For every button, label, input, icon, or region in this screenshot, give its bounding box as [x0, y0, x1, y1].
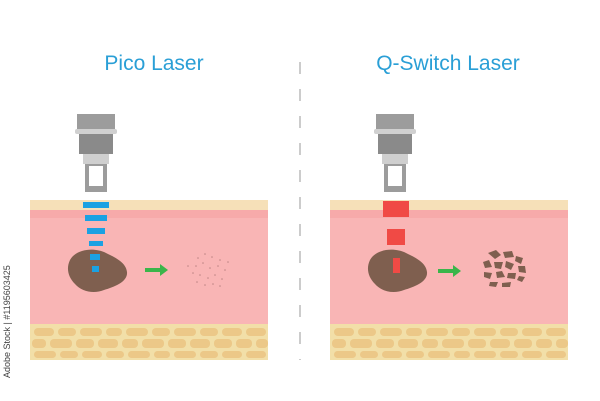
pico-beam-icon: [83, 202, 109, 246]
epidermis-layer: [30, 200, 268, 210]
qswitch-handpiece-icon: [374, 114, 416, 192]
dermis-layer: [330, 210, 568, 324]
dermis-layer: [30, 210, 268, 324]
coarse-fragments: [483, 250, 526, 287]
pico-handpiece-icon: [75, 114, 117, 192]
pico-panel: [30, 114, 268, 360]
qswitch-panel: [330, 114, 568, 360]
arrow-icon: [145, 264, 168, 276]
epidermis-layer: [330, 200, 568, 210]
qswitch-laser-title: Q-Switch Laser: [376, 52, 520, 75]
fine-particles: [187, 253, 229, 287]
pico-laser-title: Pico Laser: [104, 52, 204, 75]
qswitch-beam-icon: [383, 201, 409, 245]
arrow-icon: [438, 265, 461, 277]
